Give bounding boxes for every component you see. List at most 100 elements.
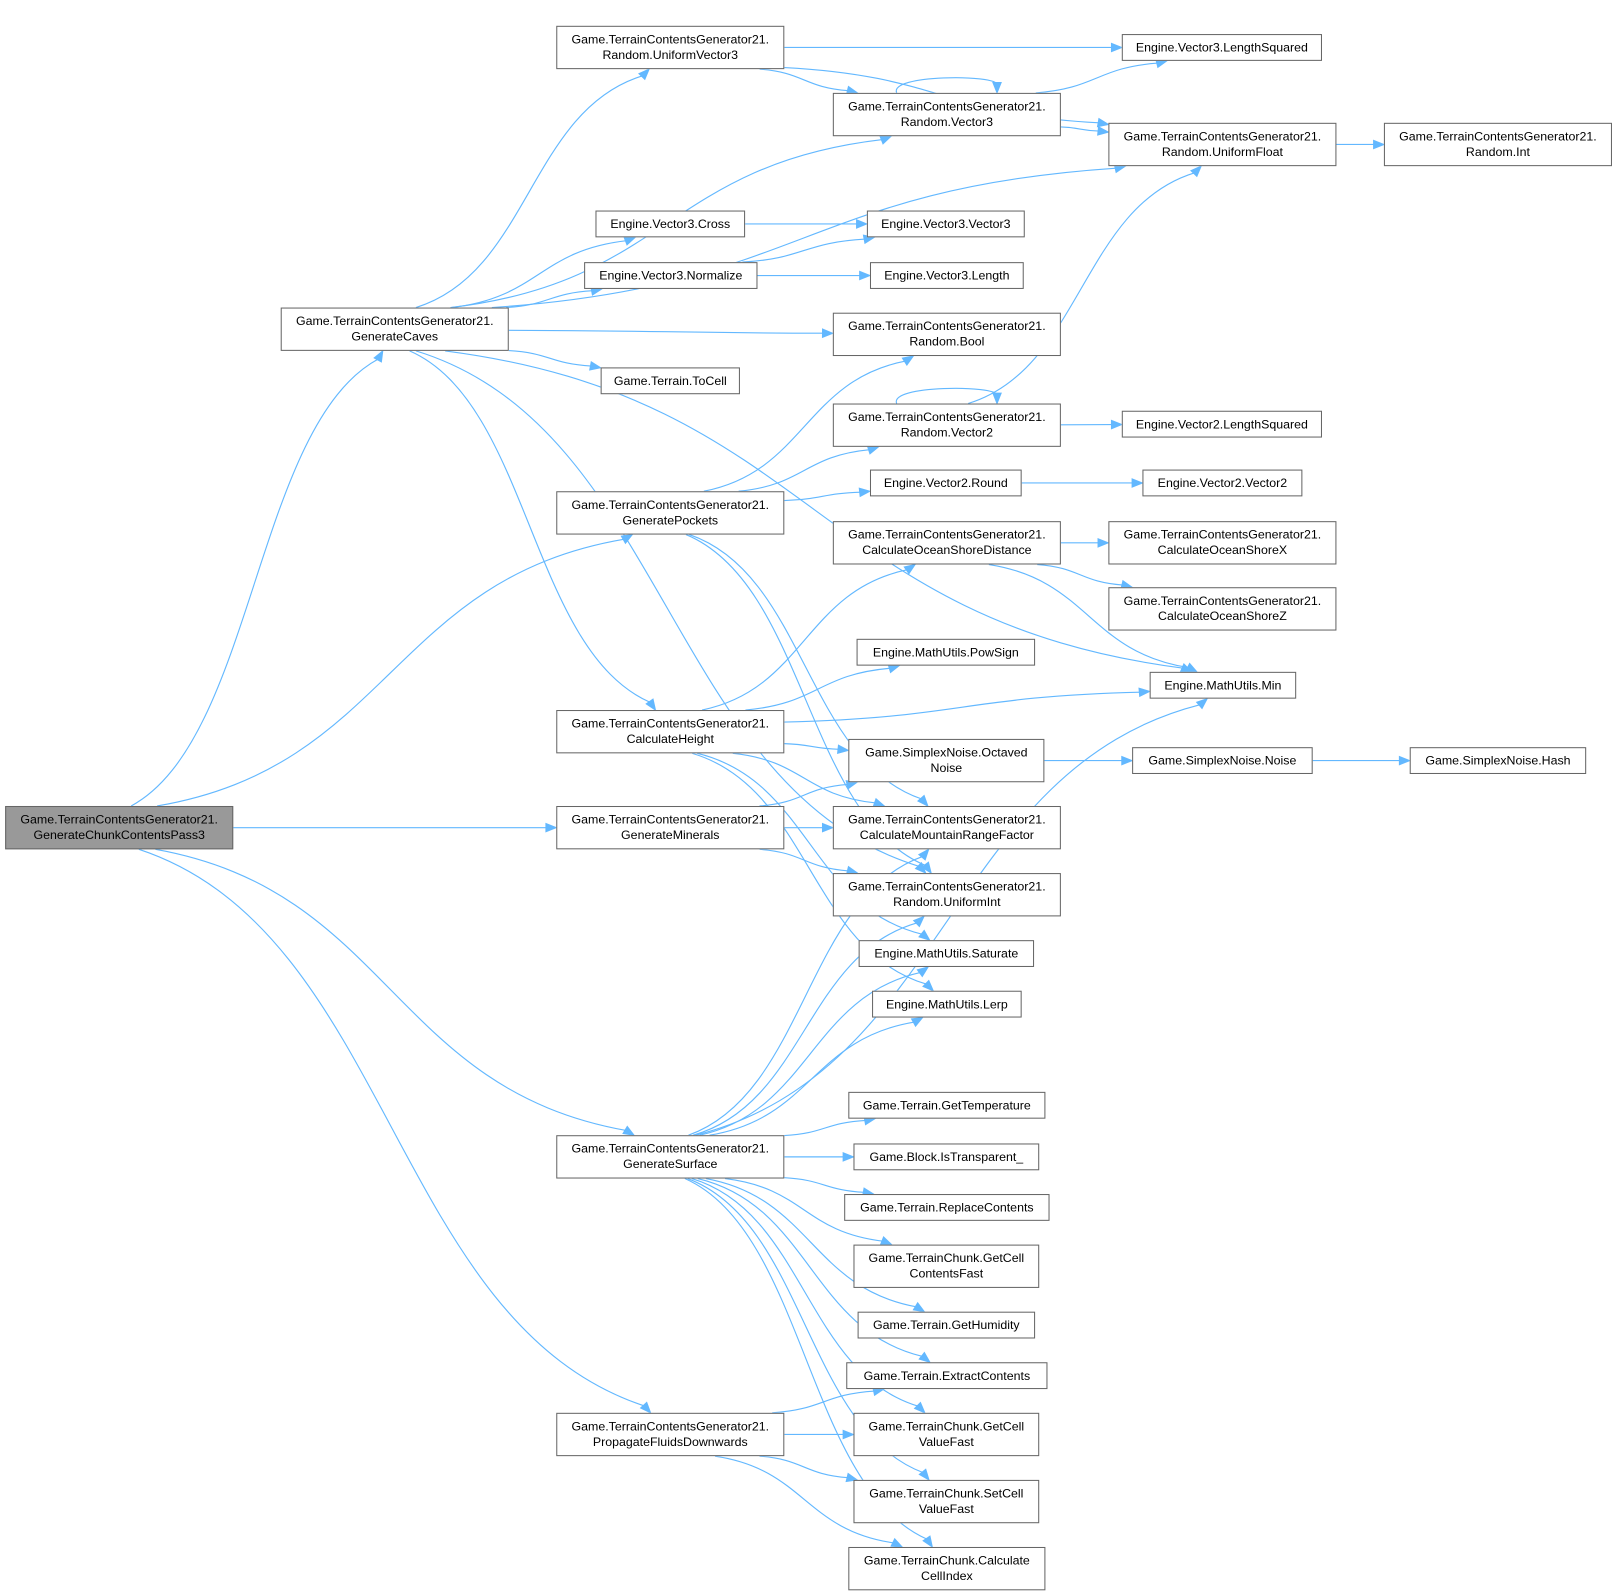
node-noise[interactable]: Game.SimplexNoise.Noise [1132, 747, 1313, 774]
arrowhead-icon [879, 1236, 893, 1246]
node-v2ls[interactable]: Engine.Vector2.LengthSquared [1121, 410, 1322, 438]
node-label: Game.TerrainContentsGenerator21. [848, 812, 1046, 827]
node-norm[interactable]: Engine.Vector3.Normalize [584, 262, 758, 289]
node-min[interactable]: Engine.MathUtils.Min [1149, 671, 1297, 699]
node-cross[interactable]: Engine.Vector3.Cross [595, 210, 746, 238]
node-saturate[interactable]: Engine.MathUtils.Saturate [858, 940, 1035, 967]
node-gethum[interactable]: Game.Terrain.GetHumidity [857, 1311, 1036, 1339]
node-label: Game.TerrainContentsGenerator21. [571, 497, 770, 512]
node-propagate[interactable]: Game.TerrainContentsGenerator21.Propagat… [556, 1412, 785, 1457]
node-istransp[interactable]: Game.Block.IsTransparent_ [853, 1143, 1040, 1171]
node-osz[interactable]: Game.TerrainContentsGenerator21.Calculat… [1108, 587, 1337, 631]
arrowhead-icon [638, 68, 651, 81]
node-label: PropagateFluidsDownwards [592, 1434, 748, 1449]
node-v3v3[interactable]: Engine.Vector3.Vector3 [866, 210, 1025, 238]
edge-height-to-powsign [745, 667, 891, 711]
edge-uv3-to-rv3 [759, 68, 849, 92]
arrowhead-icon [821, 822, 835, 833]
node-v3ls[interactable]: Engine.Vector3.LengthSquared [1121, 34, 1322, 61]
node-replace[interactable]: Game.Terrain.ReplaceContents [844, 1194, 1050, 1221]
edge-minerals-to-uint [759, 848, 849, 872]
node-label: Game.TerrainChunk.GetCell [868, 1418, 1025, 1434]
node-mrf[interactable]: Game.TerrainContentsGenerator21.Calculat… [832, 805, 1061, 850]
node-lerp[interactable]: Engine.MathUtils.Lerp [872, 990, 1022, 1018]
node-v2v2[interactable]: Engine.Vector2.Vector2 [1142, 469, 1303, 497]
node-rint[interactable]: Game.TerrainContentsGenerator21.Random.I… [1383, 122, 1612, 167]
arrowhead-icon [1110, 42, 1124, 53]
node-osd[interactable]: Game.TerrainContentsGenerator21.Calculat… [832, 521, 1061, 565]
edge-root-to-pockets [157, 538, 625, 807]
node-label: CalculateOceanShoreZ [1158, 608, 1287, 624]
node-label: Random.UniformVector3 [602, 47, 739, 62]
edge-minerals-to-octnoise [759, 783, 849, 807]
node-label: GenerateSurface [623, 1156, 718, 1172]
node-gettemp[interactable]: Game.Terrain.GetTemperature [848, 1091, 1046, 1119]
node-label: Engine.Vector3.Length [884, 267, 1010, 283]
arrowhead-icon [859, 270, 872, 281]
arrowhead-icon [1190, 165, 1203, 178]
node-uint[interactable]: Game.TerrainContentsGenerator21.Random.U… [832, 873, 1061, 917]
arrowhead-icon [901, 355, 915, 367]
node-label: Engine.Vector3.Vector3 [881, 216, 1011, 231]
node-label: ValueFast [918, 1434, 974, 1449]
node-label: GenerateCaves [351, 329, 439, 344]
node-hash[interactable]: Game.SimplexNoise.Hash [1409, 747, 1587, 774]
node-caves[interactable]: Game.TerrainContentsGenerator21.Generate… [280, 307, 509, 351]
node-uf[interactable]: Game.TerrainContentsGenerator21.Random.U… [1108, 122, 1337, 167]
node-minerals[interactable]: Game.TerrainContentsGenerator21.Generate… [556, 805, 785, 850]
node-surface[interactable]: Game.TerrainContentsGenerator21.Generate… [556, 1135, 785, 1179]
node-label: Game.TerrainChunk.GetCell [868, 1250, 1025, 1266]
arrowhead-icon [1110, 419, 1124, 430]
arrowhead-icon [912, 915, 926, 928]
arrowhead-icon [912, 1301, 926, 1313]
edge-height-to-mrf [732, 752, 876, 804]
arrowhead-icon [992, 82, 1002, 95]
edge-surface-to-gethum [705, 1177, 917, 1308]
node-powsign[interactable]: Engine.MathUtils.PowSign [856, 638, 1036, 666]
node-rv2[interactable]: Game.TerrainContentsGenerator21.Random.V… [832, 403, 1061, 447]
node-osx[interactable]: Game.TerrainContentsGenerator21.Calculat… [1108, 521, 1337, 565]
node-uv3[interactable]: Game.TerrainContentsGenerator21.Random.U… [556, 25, 785, 70]
arrowhead-icon [922, 979, 935, 992]
edge-caves-to-cross [451, 240, 627, 309]
node-label: Game.TerrainContentsGenerator21. [848, 99, 1046, 114]
node-rbool[interactable]: Game.TerrainContentsGenerator21.Random.B… [832, 312, 1061, 357]
node-label: Engine.Vector3.Normalize [599, 267, 743, 283]
arrowhead-icon [903, 563, 917, 575]
node-label: Random.Int [1465, 144, 1530, 159]
node-label: Game.SimplexNoise.Noise [1148, 752, 1297, 768]
edge-rv2-to-uf [967, 172, 1195, 405]
edge-height-to-saturate [697, 752, 923, 935]
node-pockets[interactable]: Game.TerrainContentsGenerator21.Generate… [556, 491, 785, 535]
edge-pockets-to-rv2 [738, 449, 870, 492]
node-label: Random.Bool [909, 334, 985, 349]
node-label: Game.Terrain.ReplaceContents [860, 1199, 1034, 1215]
edge-height-to-osd [701, 569, 908, 711]
arrowhead-icon [1131, 478, 1144, 488]
node-v3len[interactable]: Engine.Vector3.Length [869, 262, 1024, 289]
node-label: Game.TerrainChunk.Calculate [863, 1553, 1030, 1568]
node-height[interactable]: Game.TerrainContentsGenerator21.Calculat… [556, 710, 785, 754]
node-label: Game.TerrainContentsGenerator21. [571, 1418, 770, 1434]
node-v2round[interactable]: Engine.Vector2.Round [869, 469, 1022, 497]
node-tocell[interactable]: Game.Terrain.ToCell [600, 367, 740, 395]
node-label: CalculateMountainRangeFactor [859, 827, 1034, 843]
arrowhead-icon [1096, 117, 1110, 128]
edge-pockets-to-v2round [784, 491, 861, 502]
node-extract[interactable]: Game.Terrain.ExtractContents [846, 1362, 1048, 1390]
arrowhead-icon [645, 698, 657, 712]
arrowhead-icon [842, 1151, 855, 1162]
arrowhead-icon [545, 822, 558, 833]
arrowhead-icon [879, 135, 893, 145]
node-rv3[interactable]: Game.TerrainContentsGenerator21.Random.V… [832, 92, 1061, 137]
node-root[interactable]: Game.TerrainContentsGenerator21.Generate… [5, 805, 234, 850]
arrowhead-icon [858, 487, 872, 498]
arrowhead-icon [639, 1401, 652, 1414]
edge-caves-to-rbool [508, 329, 824, 334]
node-label: Game.TerrainContentsGenerator21. [848, 879, 1046, 894]
